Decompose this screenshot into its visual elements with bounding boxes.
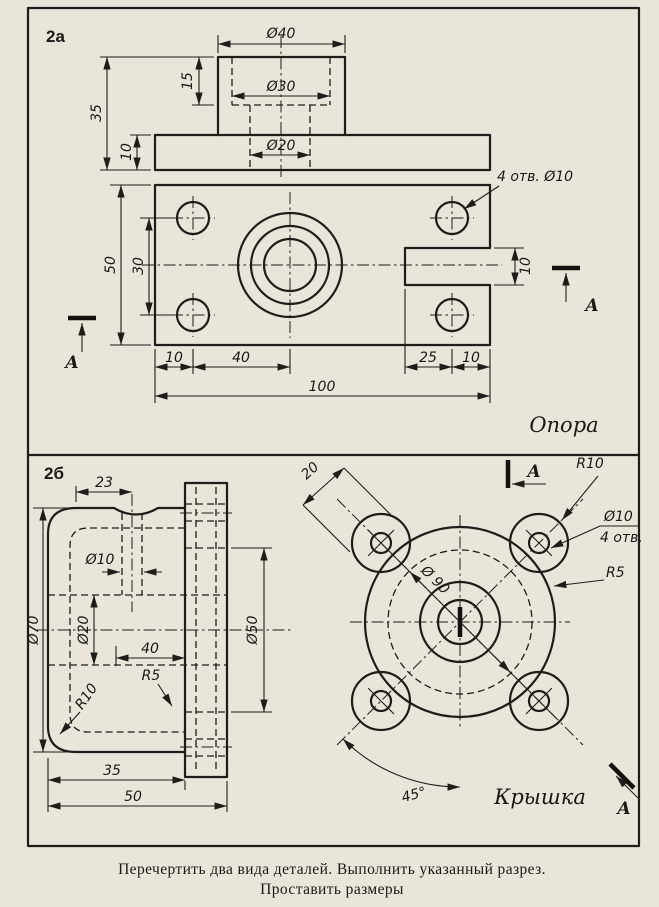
dim-v30: 30	[131, 257, 147, 275]
panel-2a: 2а Ø40 15 Ø30 35 10 Ø20	[46, 26, 599, 437]
dim-h35: 35	[89, 104, 105, 122]
kryshka-front-dimensions: Ø 90 20 R10 Ø10 4 отв. R5 45°	[298, 456, 642, 806]
panel-2b: 2б 23 Ø10 Ø20 Ø70	[26, 456, 643, 819]
dim-c100: 100	[309, 379, 336, 395]
part-name-kryshka: Крышка	[493, 785, 586, 809]
dim-m40: 40	[141, 641, 159, 657]
dim-c10r: 10	[462, 350, 480, 366]
caption: Перечертить два вида деталей. Выполнить …	[118, 861, 546, 898]
section-letter-a: А	[525, 462, 541, 482]
caption-line-1: Перечертить два вида деталей. Выполнить …	[118, 861, 546, 878]
dim-h15: 15	[180, 72, 196, 90]
dim-r10: R10	[72, 681, 101, 713]
caption-line-2: Проставить размеры	[260, 881, 404, 898]
part-name-opora: Опора	[529, 413, 598, 437]
dim-c10l: 10	[165, 350, 183, 366]
section-letter-a: А	[583, 296, 599, 316]
dim-d10: Ø10	[85, 552, 115, 568]
dim-d10: Ø10	[603, 509, 633, 525]
task-2a-label: 2а	[46, 27, 65, 46]
dim-c25: 25	[419, 350, 437, 366]
dim-r5: R5	[606, 565, 625, 581]
section-letter-a: А	[615, 799, 631, 819]
dim-d30: Ø30	[266, 79, 296, 95]
dim-m20: 20	[298, 459, 322, 483]
section-mark-right: А	[552, 265, 599, 316]
holes-count: 4 отв.	[600, 530, 643, 546]
dim-v50: 50	[103, 256, 119, 274]
section-mark-bottom: А	[608, 762, 641, 819]
section-mark-top: А	[505, 460, 546, 488]
holes-note: 4 отв. Ø10	[497, 169, 573, 185]
dim-m23: 23	[95, 475, 113, 491]
section-mark-left: А	[63, 315, 96, 373]
kryshka-side-view	[36, 481, 292, 779]
dim-h10: 10	[119, 143, 135, 161]
kryshka-side-dimensions: 23 Ø10 Ø20 Ø70 40 R5 R10 35 50 Ø	[26, 475, 272, 812]
section-letter-a: А	[63, 353, 79, 373]
dim-m50: 50	[124, 789, 142, 805]
opora-front-dimensions: Ø40 15 Ø30 35 10 Ø20	[89, 26, 346, 171]
opora-plan-view	[142, 183, 502, 347]
sheet-frame	[26, 6, 641, 848]
dim-a45: 45°	[400, 784, 428, 806]
opora-front-view	[153, 36, 492, 180]
dim-d20: Ø20	[76, 615, 92, 645]
dim-c40: 40	[232, 350, 250, 366]
dim-m35: 35	[103, 763, 121, 779]
task-2b-label: 2б	[44, 464, 64, 483]
dim-r5: R5	[142, 668, 161, 684]
opora-plan-dimensions: 50 30 4 отв. Ø10 10 10 40 25 10 100	[103, 169, 573, 403]
dim-d20: Ø20	[266, 138, 296, 154]
dim-d70: Ø70	[26, 615, 42, 645]
dim-r10: R10	[576, 456, 604, 472]
dim-d40: Ø40	[266, 26, 296, 42]
dim-notch10: 10	[518, 257, 534, 275]
dim-d50: Ø50	[245, 615, 261, 645]
